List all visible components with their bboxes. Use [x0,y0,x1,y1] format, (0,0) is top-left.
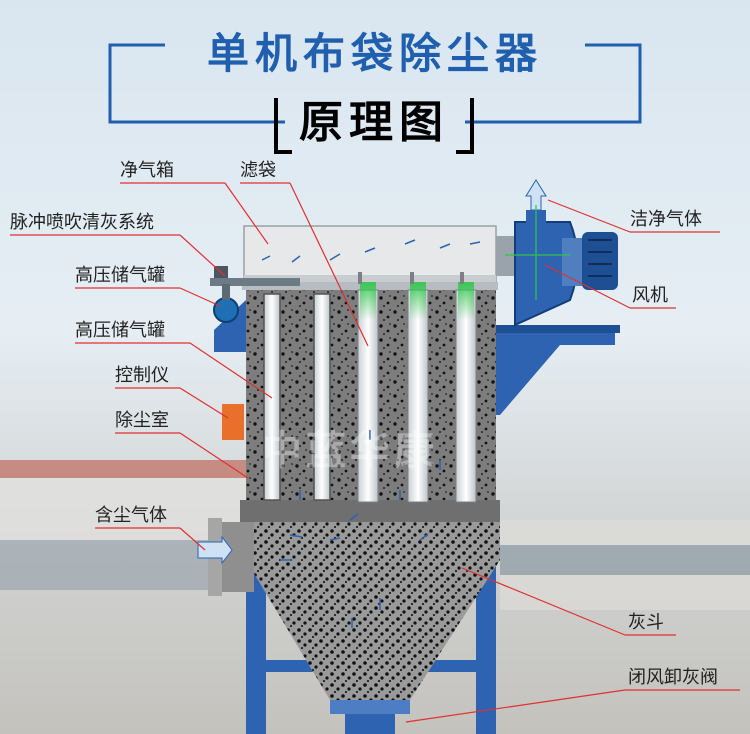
label-clean-gas: 洁净气体 [630,209,702,230]
controller-box [222,404,244,440]
filter-bags [357,272,477,503]
label-hp-tank-1: 高压储气罐 [75,265,165,286]
label-airlock-valve: 闭风卸灰阀 [628,667,718,688]
label-hp-tank-2: 高压储气罐 [75,320,165,341]
diagram-subtitle: 原理图 [299,97,449,148]
background-buildings [0,460,750,610]
airflow-arrows [261,239,481,628]
label-dust-chamber: 除尘室 [115,410,169,431]
diagram-title: 单机布袋除尘器 [206,29,543,78]
leader-lines [10,182,740,723]
label-fan: 风机 [632,285,668,306]
label-clean-air-box: 净气箱 [120,160,174,181]
label-ash-hopper: 灰斗 [628,612,664,633]
inlet-pipe [197,518,254,596]
title-frame [108,43,642,154]
label-filter-bag: 滤袋 [240,160,276,181]
label-dusty-gas: 含尘气体 [95,505,167,526]
label-controller: 控制仪 [115,365,169,386]
label-pulse-blow: 脉冲喷吹清灰系统 [10,212,154,233]
fan-assembly [496,179,618,327]
watermark-text: 中蓝华康 [262,428,438,474]
venturi-pipes [263,293,331,501]
fan-bracket [490,325,620,415]
